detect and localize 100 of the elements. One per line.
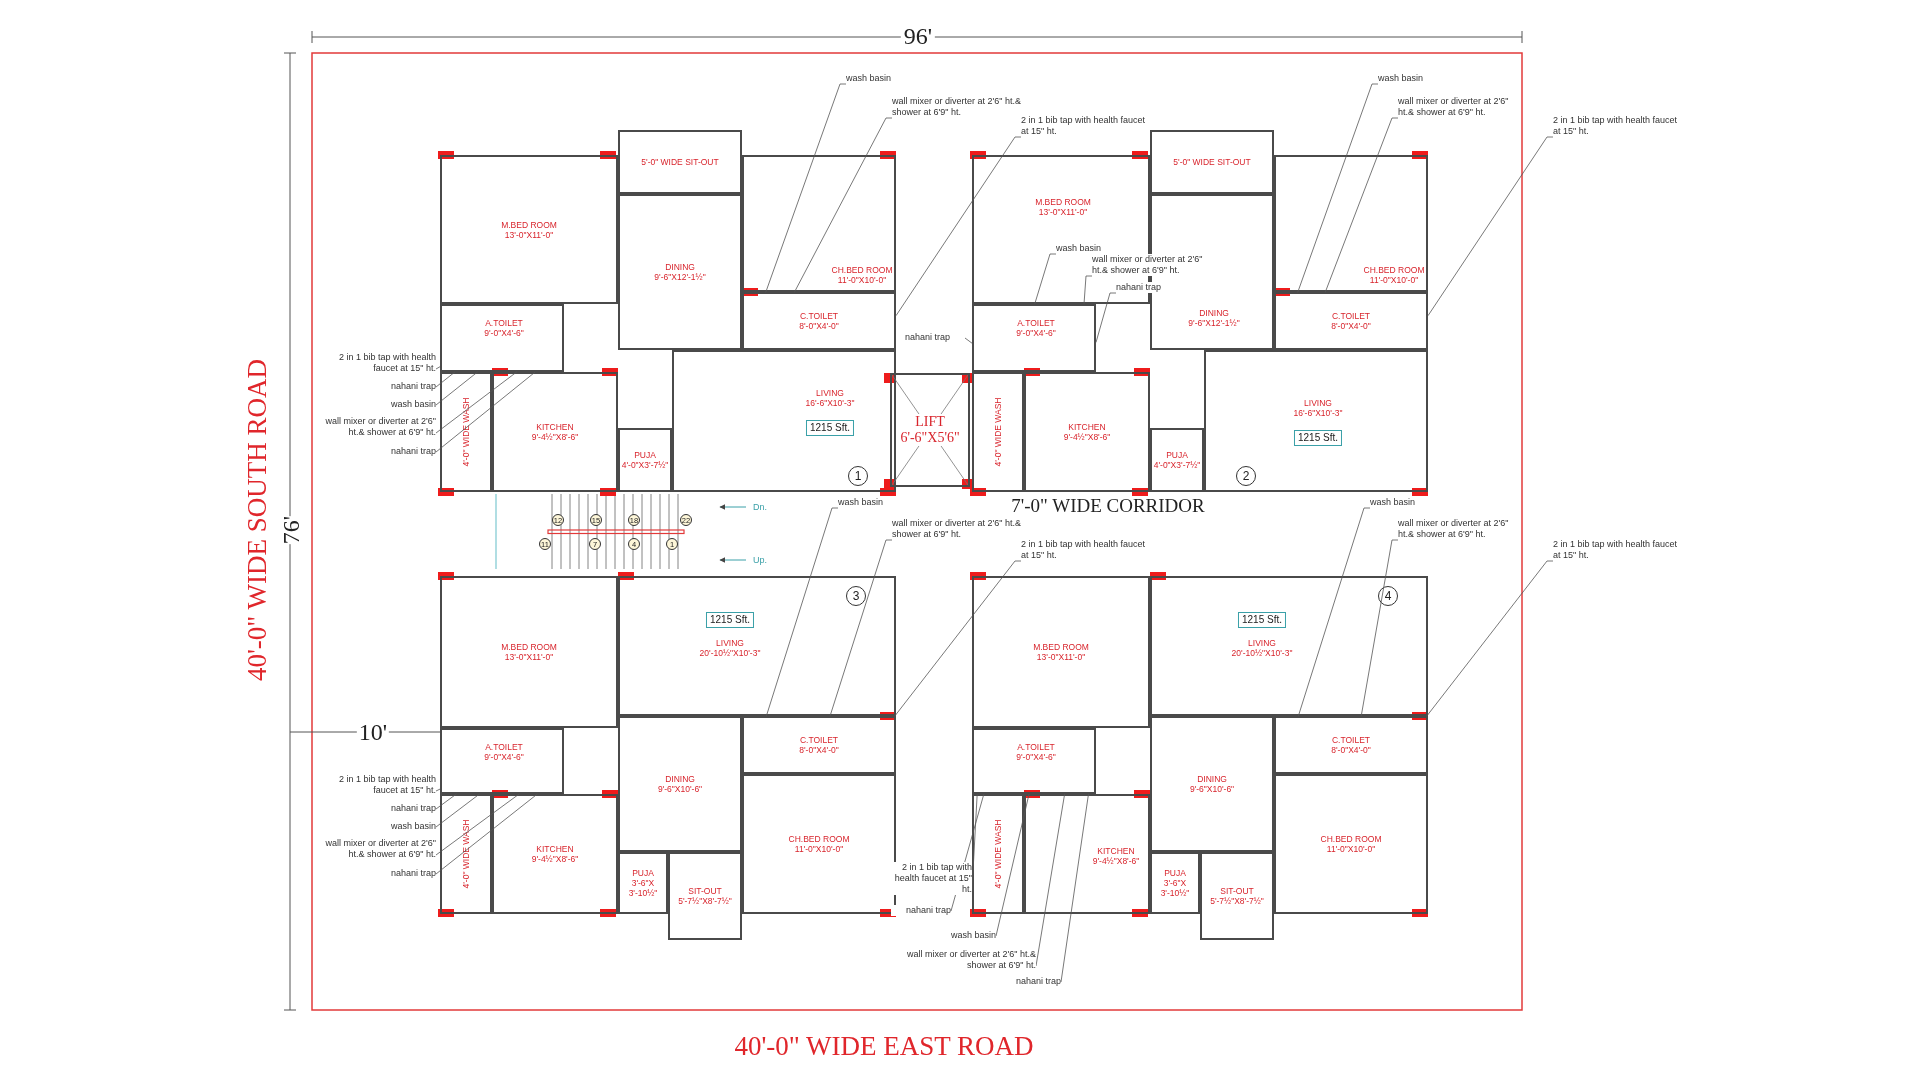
leader-line (435, 793, 457, 810)
leader-line (1297, 83, 1379, 293)
room-dimension: 13'-0"X11'-0" (503, 229, 555, 240)
room-name: C.TOILET (799, 311, 839, 321)
leader-line (435, 371, 456, 388)
room-outline (972, 728, 1096, 794)
room-dimension: 16'-6"X10'-3" (805, 398, 855, 408)
callout-label: wall mixer or diverter at 2'6" ht.& shower at 6'9" ht. (906, 949, 1036, 971)
room-dimension: 8'-0"X4'-0" (1331, 321, 1371, 331)
room-dimension: 9'-0"X4'-6" (1016, 328, 1056, 338)
leader-line (793, 117, 893, 293)
leader-line (1034, 253, 1057, 305)
room-dimension: 11'-0"X10'-0" (836, 275, 888, 285)
leader-line (829, 539, 893, 717)
room-name: SIT-OUT (1219, 886, 1255, 896)
road-name: 40'-0" WIDE EAST ROAD (734, 1030, 1034, 1062)
callout-label: 2 in 1 bib tap with health faucet at 15" ht. (1021, 539, 1146, 561)
room-name: 4'-0" WIDE WASH (461, 397, 471, 467)
room-outline (1150, 428, 1204, 492)
room-dimension: 5'-7½"X8'-7½" (678, 896, 732, 906)
room-dimension: 11'-0"X10'-0" (1325, 844, 1377, 854)
room-name: DINING (1198, 308, 1230, 318)
flat-number: 2 (1236, 466, 1256, 486)
area-tag: 1215 Sft. (806, 420, 854, 436)
room-dimension: 9'-0"X4'-6" (484, 752, 524, 762)
room-outline (618, 428, 672, 492)
leader-line (1035, 793, 1066, 967)
room-name: LIVING (1247, 638, 1277, 648)
room-name: CH.BED ROOM (831, 265, 893, 275)
room-outline (618, 130, 742, 194)
room-outline (492, 372, 618, 492)
room-outline (440, 576, 618, 728)
room-dimension: 13'-0"X11'-0" (1037, 207, 1089, 217)
room-name: 4'-0" WIDE WASH (993, 397, 1003, 467)
leader-line (964, 337, 973, 344)
room-name: M.BED ROOM (501, 642, 557, 652)
flat-number: 3 (846, 586, 866, 606)
room-dimension: 9'-0"X4'-6" (1016, 752, 1056, 762)
room-outline (972, 576, 1150, 728)
room-dimension: 9'-6"X10'-6" (1189, 784, 1235, 794)
room-dimension: 5'-7½"X8'-7½" (1210, 896, 1264, 906)
room-dimension: 9'-6"X12'-1½" (654, 272, 706, 282)
room-dimension: 11'-0"X10'-0" (1368, 275, 1420, 285)
stair-direction-text: Dn. (753, 502, 767, 512)
leader-line (1324, 117, 1399, 293)
room-outline (972, 372, 1024, 492)
room-name: M.BED ROOM (1033, 642, 1089, 652)
room-outline (742, 155, 896, 292)
room-dimension: 13'-0"X11'-0" (503, 652, 555, 662)
room-name: KITCHEN (1067, 422, 1107, 432)
room-outline (1200, 852, 1274, 940)
room-outline (618, 194, 742, 350)
room-dimension: 9'-4½"X8'-6" (1063, 432, 1111, 442)
room-outline (1150, 576, 1428, 716)
leader-line (1360, 539, 1399, 717)
room-outline (972, 794, 1024, 914)
room-name: C.TOILET (1331, 311, 1371, 321)
flat-number: 4 (1378, 586, 1398, 606)
corridor-name: 7'-0" WIDE CORRIDOR (1011, 495, 1205, 517)
leader-line (1426, 560, 1554, 717)
room-name: M.BED ROOM (501, 219, 557, 230)
room-dimension: 20'-10½"X10'-3" (1231, 648, 1293, 658)
leader-line (435, 371, 518, 434)
room-dimension: 9'-4½"X8'-6" (531, 432, 579, 442)
road-name: 40'-0" WIDE SOUTH ROAD (241, 358, 273, 682)
room-name: LIVING (715, 638, 745, 648)
room-outline (1150, 130, 1274, 194)
room-name: 5'-0" WIDE SIT-OUT (641, 157, 719, 167)
room-outline (672, 350, 896, 492)
callout-label: nahani trap (891, 905, 951, 916)
room-name: C.TOILET (1331, 735, 1371, 745)
room-outline (1274, 292, 1428, 350)
room-name: PUJA (1163, 868, 1187, 878)
room-dimension: 9'-6"X10'-6" (657, 784, 703, 794)
room-name: DINING (664, 774, 696, 784)
leader-line (950, 793, 985, 912)
room-dimension: 9'-6"X12'-1½" (1188, 318, 1240, 328)
room-outline (618, 576, 896, 716)
leader-line (765, 507, 839, 717)
room-name: 4'-0" WIDE WASH (461, 819, 471, 889)
room-dimension: 6'-6"X5'6" (900, 430, 960, 446)
room-dimension: 4'-0"X3'-7½" (1153, 460, 1201, 470)
room-name: KITCHEN (535, 422, 575, 432)
room-name: 5'-0" WIDE SIT-OUT (1173, 157, 1251, 167)
room-dimension: 9'-0"X4'-6" (484, 328, 524, 338)
leader-line (435, 371, 536, 453)
room-outline (742, 716, 896, 774)
flat-number: 1 (848, 466, 868, 486)
room-dimension: 9'-4½"X8'-6" (531, 854, 579, 864)
room-name: CH.BED ROOM (788, 834, 850, 844)
room-dimension: 13'-0"X11'-0" (1035, 652, 1087, 662)
room-outline (972, 304, 1096, 372)
leader-line (894, 560, 1022, 717)
room-name: A.TOILET (1016, 742, 1056, 752)
room-name: KITCHEN (1096, 846, 1136, 856)
area-tag: 1215 Sft. (706, 612, 754, 628)
leader-line (765, 83, 847, 293)
room-outline (742, 774, 896, 914)
room-outline (1024, 372, 1150, 492)
leader-line (971, 793, 978, 891)
